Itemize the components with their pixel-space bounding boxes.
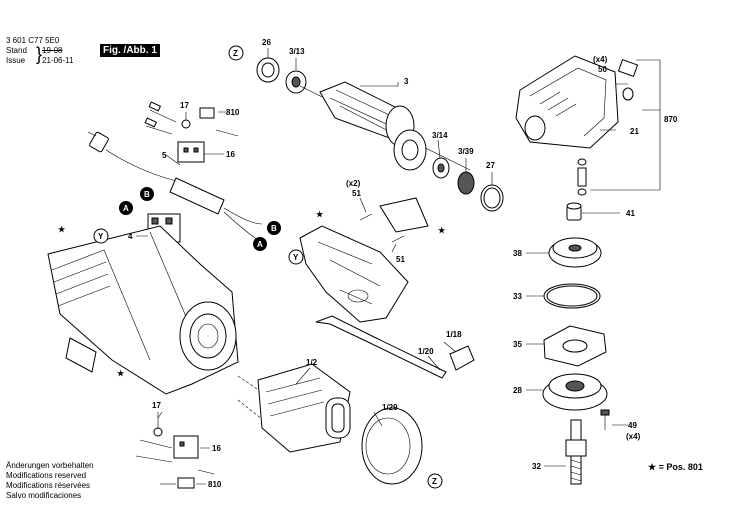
- callout-870: 870: [664, 115, 678, 124]
- callout-50-qty: (x4): [593, 55, 608, 64]
- marker-y-center: Y: [288, 249, 304, 265]
- svg-text:Y: Y: [293, 253, 299, 262]
- note-german: Änderungen vorbehalten: [6, 461, 94, 470]
- callout-16-lower: 16: [212, 444, 221, 453]
- callout-49: 49: [628, 421, 637, 430]
- part-handle-cover: [299, 225, 409, 323]
- part-49-screws: [600, 409, 610, 430]
- callout-1-18: 1/18: [446, 330, 462, 339]
- star-marker-center: ★: [316, 210, 324, 219]
- figure-label: Fig. /Abb. 1: [100, 44, 160, 57]
- marker-z-top: Z: [228, 45, 244, 61]
- callout-27: 27: [486, 161, 495, 170]
- callout-3-39: 3/39: [458, 147, 474, 156]
- marker-b-left: B: [140, 187, 154, 201]
- part-3-39-pinion: [457, 171, 475, 195]
- part-17-810-brushes: [144, 101, 239, 137]
- note-spanish: Salvo modificaciones: [6, 491, 82, 500]
- callout-26: 26: [262, 38, 271, 47]
- note-english: Modifications reserved: [6, 471, 87, 480]
- note-french: Modifications réservées: [6, 481, 91, 490]
- part-1-20-switch-rod: [315, 315, 447, 379]
- callout-1-29: 1/29: [382, 403, 398, 412]
- part-51-screws: [359, 197, 429, 243]
- svg-text:B: B: [144, 190, 150, 199]
- svg-text:Y: Y: [98, 232, 104, 241]
- part-3-13-bearing: [285, 70, 307, 94]
- svg-text:Z: Z: [233, 49, 238, 58]
- marker-z-bottom: Z: [427, 473, 443, 489]
- part-motor-housing: [47, 225, 239, 395]
- part-1-18-slider: [449, 345, 475, 371]
- issue-date: 21-06-11: [42, 56, 74, 65]
- part-26-bearing-cap: [256, 57, 280, 83]
- callout-3-14: 3/14: [432, 131, 448, 140]
- callout-3: 3: [404, 77, 409, 86]
- marker-y-left: Y: [93, 228, 109, 244]
- modification-notes: Änderungen vorbehalten Modifications res…: [6, 461, 94, 501]
- marker-b-right: B: [267, 221, 281, 235]
- svg-text:A: A: [257, 240, 263, 249]
- star-marker-right: ★: [438, 226, 446, 235]
- part-32-spindle: [565, 419, 587, 485]
- svg-text:B: B: [271, 224, 277, 233]
- callout-28: 28: [513, 386, 522, 395]
- callout-16-upper: 16: [226, 150, 235, 159]
- svg-text:Z: Z: [432, 477, 437, 486]
- stand-label: Stand: [6, 46, 27, 55]
- callout-49-qty: (x4): [626, 432, 641, 441]
- callout-1-20: 1/20: [418, 347, 434, 356]
- part-870-gear-housing: [515, 55, 639, 149]
- callout-17-lower: 17: [152, 401, 161, 410]
- part-28-bearing-flange: [542, 373, 608, 411]
- marker-a-right: A: [253, 237, 267, 251]
- marker-a-left: A: [119, 201, 133, 215]
- part-35-gasket: [543, 325, 607, 367]
- star-marker-bottom-left: ★: [117, 369, 125, 378]
- spindle-lock-parts: [577, 158, 587, 196]
- part-3-armature: [299, 81, 471, 171]
- callout-50: 50: [598, 65, 607, 74]
- part-16-brush-holder-lower: [135, 435, 215, 475]
- callout-21: 21: [630, 127, 639, 136]
- part-3-14-bearing: [432, 157, 450, 179]
- callout-51-qty: (x2): [346, 179, 361, 188]
- part-5-power-cord: [87, 131, 263, 241]
- callout-41: 41: [626, 209, 635, 218]
- position-note: ★ = Pos. 801: [648, 462, 703, 472]
- callout-810-lower: 810: [208, 480, 222, 489]
- callout-35: 35: [513, 340, 522, 349]
- part-16-brush-holder: [177, 141, 205, 163]
- issue-label: Issue: [6, 56, 26, 65]
- document-number: 3 601 C77 5E0: [6, 36, 60, 45]
- part-27-ring: [480, 184, 504, 212]
- callout-17-upper: 17: [180, 101, 189, 110]
- part-38-bevel-gear: [548, 237, 602, 268]
- callout-1-2: 1/2: [306, 358, 318, 367]
- callout-3-13: 3/13: [289, 47, 305, 56]
- part-810-brushes-lower: [160, 477, 195, 489]
- callout-33: 33: [513, 292, 522, 301]
- svg-text:A: A: [123, 204, 129, 213]
- part-41-bushing: [566, 202, 582, 221]
- callout-51-upper: 51: [352, 189, 361, 198]
- part-1-29-baffle: [361, 407, 423, 485]
- callout-5: 5: [162, 151, 167, 160]
- star-marker-left: ★: [58, 225, 66, 234]
- part-17-brush-spring: [153, 412, 163, 437]
- callout-4: 4: [128, 232, 133, 241]
- callout-810-upper: 810: [226, 108, 240, 117]
- callout-32: 32: [532, 462, 541, 471]
- callout-51-lower: 51: [396, 255, 405, 264]
- part-33-o-ring: [543, 283, 601, 309]
- header-bracket: }: [36, 44, 43, 64]
- part-1-2-field-coil: [237, 363, 351, 453]
- callout-38: 38: [513, 249, 522, 258]
- stand-date: 19-08: [42, 46, 63, 55]
